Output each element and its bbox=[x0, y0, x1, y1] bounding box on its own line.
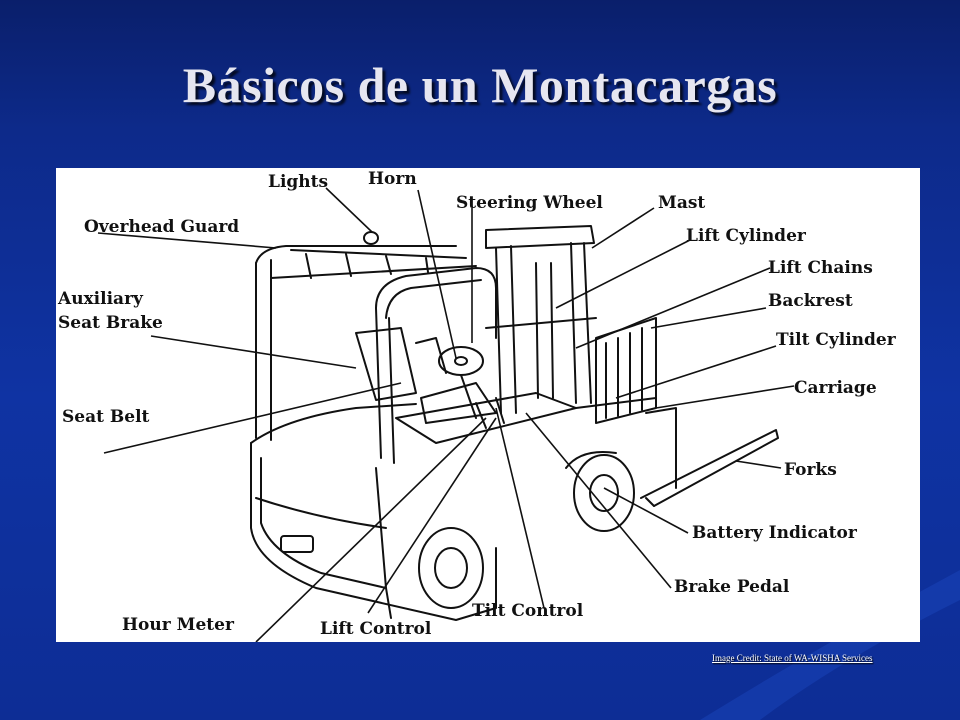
label-seat-belt: Seat Belt bbox=[62, 407, 150, 427]
label-carriage: Carriage bbox=[794, 378, 877, 398]
image-credit: Image Credit: State of WA-WISHA Services bbox=[712, 653, 873, 663]
label-lift-chains: Lift Chains bbox=[768, 258, 873, 278]
label-lift-cylinder: Lift Cylinder bbox=[686, 226, 807, 246]
label-steering-wheel: Steering Wheel bbox=[456, 193, 603, 213]
leader-lines bbox=[97, 187, 795, 642]
label-forks: Forks bbox=[784, 460, 837, 480]
label-seat-brake: Seat Brake bbox=[58, 313, 163, 333]
label-mast: Mast bbox=[658, 193, 705, 213]
label-tilt-cylinder: Tilt Cylinder bbox=[776, 330, 897, 350]
slide-title: Básicos de un Montacargas bbox=[182, 57, 778, 113]
forklift-diagram: Lights Horn Steering Wheel Mast Overhead… bbox=[56, 168, 920, 642]
label-battery-indicator: Battery Indicator bbox=[692, 523, 858, 543]
label-lift-control: Lift Control bbox=[320, 619, 432, 639]
forklift-drawing bbox=[250, 225, 779, 621]
label-auxiliary: Auxiliary bbox=[57, 289, 144, 309]
label-backrest: Backrest bbox=[768, 291, 853, 311]
label-brake-pedal: Brake Pedal bbox=[674, 577, 790, 597]
label-horn: Horn bbox=[368, 169, 417, 189]
label-hour-meter: Hour Meter bbox=[122, 615, 235, 635]
label-lights: Lights bbox=[268, 172, 328, 192]
label-overhead-guard: Overhead Guard bbox=[84, 217, 239, 237]
label-tilt-control: Tilt Control bbox=[472, 601, 584, 621]
forklift-illustration: Lights Horn Steering Wheel Mast Overhead… bbox=[57, 169, 897, 642]
